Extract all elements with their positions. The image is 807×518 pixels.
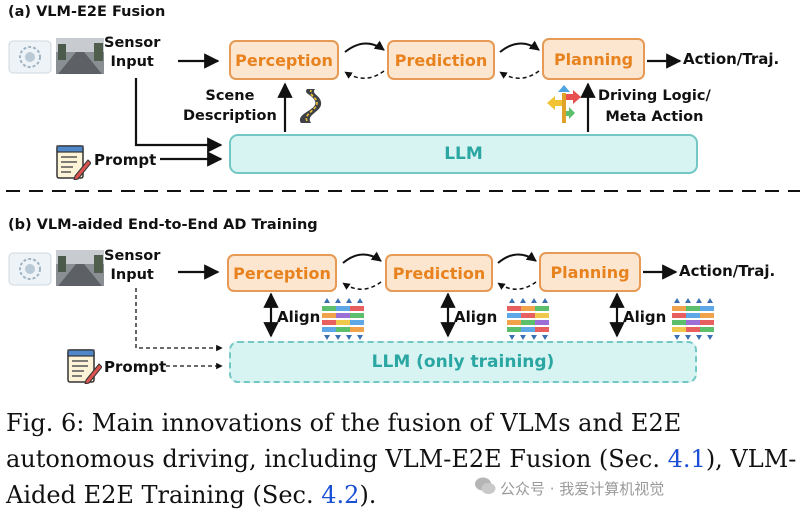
a-prediction-label: Prediction xyxy=(394,50,488,70)
b-prompt-label: Prompt xyxy=(104,358,167,376)
token-alignment-icon xyxy=(322,298,364,340)
watermark-text: 公众号 · 我爱计算机视觉 xyxy=(500,480,665,498)
prompt-notepad-icon xyxy=(56,145,91,180)
a-prediction-box: Prediction xyxy=(387,40,495,80)
winding-road-icon xyxy=(300,89,322,123)
section-a-title: (a) VLM-E2E Fusion xyxy=(8,4,166,20)
b-perception-box: Perception xyxy=(227,254,337,292)
caption-prefix: Fig. 6: Main innovations of the fusion o… xyxy=(6,409,682,473)
b-prediction-planning-forward-arrow xyxy=(497,251,537,264)
planning-align-label: Align xyxy=(623,308,667,326)
scene-description-label: Scene Description xyxy=(183,88,277,124)
road-image-icon xyxy=(56,250,104,286)
b-sensor-to-llm-dashed-arrow xyxy=(135,288,223,352)
b-action-traj-label: Action/Traj. xyxy=(679,262,776,280)
a-planning-box: Planning xyxy=(542,38,645,80)
token-alignment-icon xyxy=(507,298,549,340)
direction-signs-icon xyxy=(547,85,581,123)
a-llm-label: LLM xyxy=(444,144,483,164)
a-prompt-label: Prompt xyxy=(94,151,157,169)
b-llm-label: LLM (only training) xyxy=(371,352,555,372)
driving-logic-label: Driving Logic/ Meta Action xyxy=(598,88,711,125)
a-perception-label: Perception xyxy=(235,50,333,70)
token-alignment-icon xyxy=(672,298,714,340)
b-sensor-input-label: Sensor Input xyxy=(104,248,161,283)
perception-align-label: Align xyxy=(277,308,321,326)
camera-sensor-icon xyxy=(8,40,52,74)
b-planning-label: Planning xyxy=(550,262,630,282)
b-prediction-perception-back-arrow xyxy=(342,281,382,290)
wechat-icon xyxy=(475,477,496,494)
a-llm-box: LLM xyxy=(229,134,698,174)
caption-ref-4-2-link[interactable]: 4.2 xyxy=(321,481,360,509)
camera-sensor-icon xyxy=(8,252,52,286)
b-planning-box: Planning xyxy=(539,252,641,292)
prompt-notepad-icon xyxy=(67,349,102,384)
section-b-title: (b) VLM-aided End-to-End AD Training xyxy=(8,217,318,233)
caption-ref-4-1-link[interactable]: 4.1 xyxy=(667,445,706,473)
a-perception-box: Perception xyxy=(229,40,339,80)
b-llm-box: LLM (only training) xyxy=(229,341,697,383)
a-sensor-input-label: Sensor Input xyxy=(104,35,161,70)
a-perception-prediction-forward-arrow xyxy=(344,40,385,53)
b-planning-prediction-back-arrow xyxy=(497,281,537,290)
b-prediction-label: Prediction xyxy=(392,263,486,283)
caption-middle: ), VLM-Aided E2E Training (Sec. xyxy=(6,445,797,509)
road-image-icon xyxy=(56,38,104,74)
caption-suffix: ). xyxy=(359,481,377,509)
prediction-align-label: Align xyxy=(454,308,498,326)
a-sensor-to-llm-arrow xyxy=(134,78,223,153)
b-perception-prediction-forward-arrow xyxy=(342,251,382,264)
a-prediction-perception-back-arrow xyxy=(344,70,385,79)
a-planning-label: Planning xyxy=(553,49,634,69)
b-prediction-box: Prediction xyxy=(385,254,493,292)
a-action-traj-label: Action/Traj. xyxy=(683,50,780,68)
a-prediction-planning-forward-arrow xyxy=(499,40,540,53)
b-perception-label: Perception xyxy=(233,263,331,283)
a-planning-prediction-back-arrow xyxy=(499,70,540,79)
figure-caption: Fig. 6: Main innovations of the fusion o… xyxy=(6,405,806,513)
